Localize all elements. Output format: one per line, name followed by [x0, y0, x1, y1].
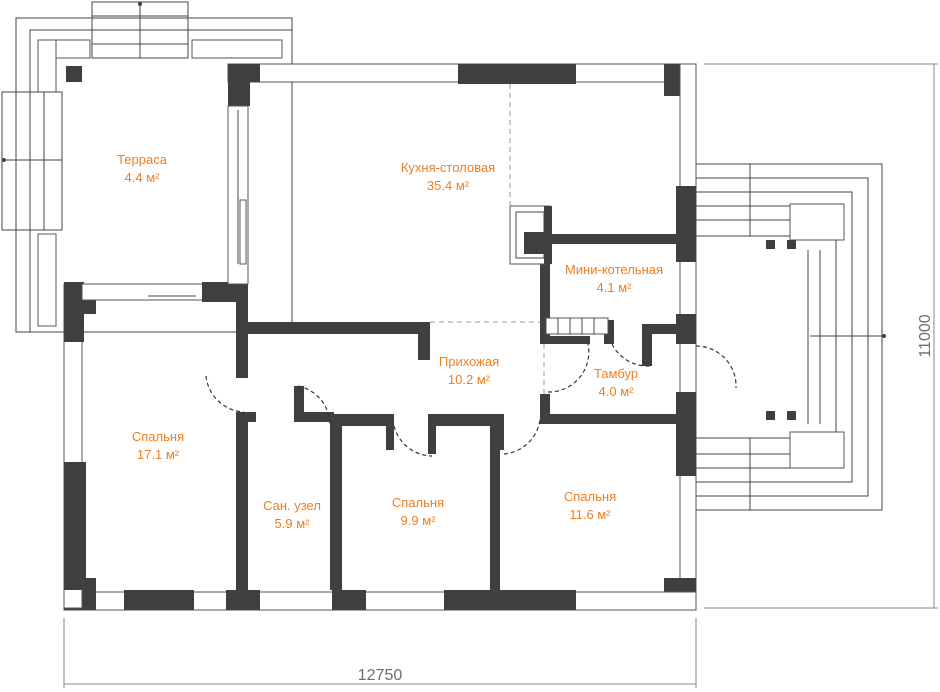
room-area: 4.4 м² [125, 170, 161, 185]
doors [205, 343, 737, 457]
room-label-bedroom3: Спальня 11.6 м² [564, 489, 616, 522]
dimension-depth-label: 11000 [917, 314, 934, 357]
dimension-width-label: 12750 [358, 667, 403, 684]
dimension-width: 12750 [63, 618, 697, 688]
room-area: 10.2 м² [448, 372, 491, 387]
exterior-walls [63, 63, 697, 611]
room-area: 17.1 м² [137, 447, 180, 462]
room-area: 5.9 м² [275, 516, 311, 531]
room-name: Спальня [392, 495, 444, 510]
room-area: 4.1 м² [597, 280, 633, 295]
entrance-porch [695, 163, 886, 511]
room-name: Терраса [117, 152, 168, 167]
room-name: Тамбур [594, 366, 638, 381]
room-name: Мини-котельная [565, 262, 663, 277]
room-label-boiler: Мини-котельная 4.1 м² [565, 262, 663, 295]
room-label-bedroom1: Спальня 17.1 м² [132, 429, 184, 462]
room-name: Спальня [132, 429, 184, 444]
interior-walls [81, 105, 676, 590]
terrace-top-steps [91, 1, 189, 59]
room-label-kitchen: Кухня-столовая 35.4 м² [401, 160, 495, 193]
room-area: 9.9 м² [401, 513, 437, 528]
room-label-bathroom: Сан. узел 5.9 м² [263, 498, 321, 531]
room-name: Кухня-столовая [401, 160, 495, 175]
room-label-bedroom2: Спальня 9.9 м² [392, 495, 444, 528]
room-label-terrace: Терраса 4.4 м² [117, 152, 168, 185]
room-label-vestibule: Тамбур 4.0 м² [594, 366, 638, 399]
room-area: 35.4 м² [427, 178, 470, 193]
room-name: Прихожая [439, 354, 499, 369]
room-name: Сан. узел [263, 498, 321, 513]
room-name: Спальня [564, 489, 616, 504]
terrace-left-steps [1, 91, 63, 231]
dimension-depth: 11000 [704, 63, 938, 609]
zone-lines [430, 84, 545, 394]
room-area: 4.0 м² [599, 384, 635, 399]
terrace-deck [15, 17, 293, 333]
room-area: 11.6 м² [569, 507, 611, 522]
room-label-hall: Прихожая 10.2 м² [439, 354, 499, 387]
